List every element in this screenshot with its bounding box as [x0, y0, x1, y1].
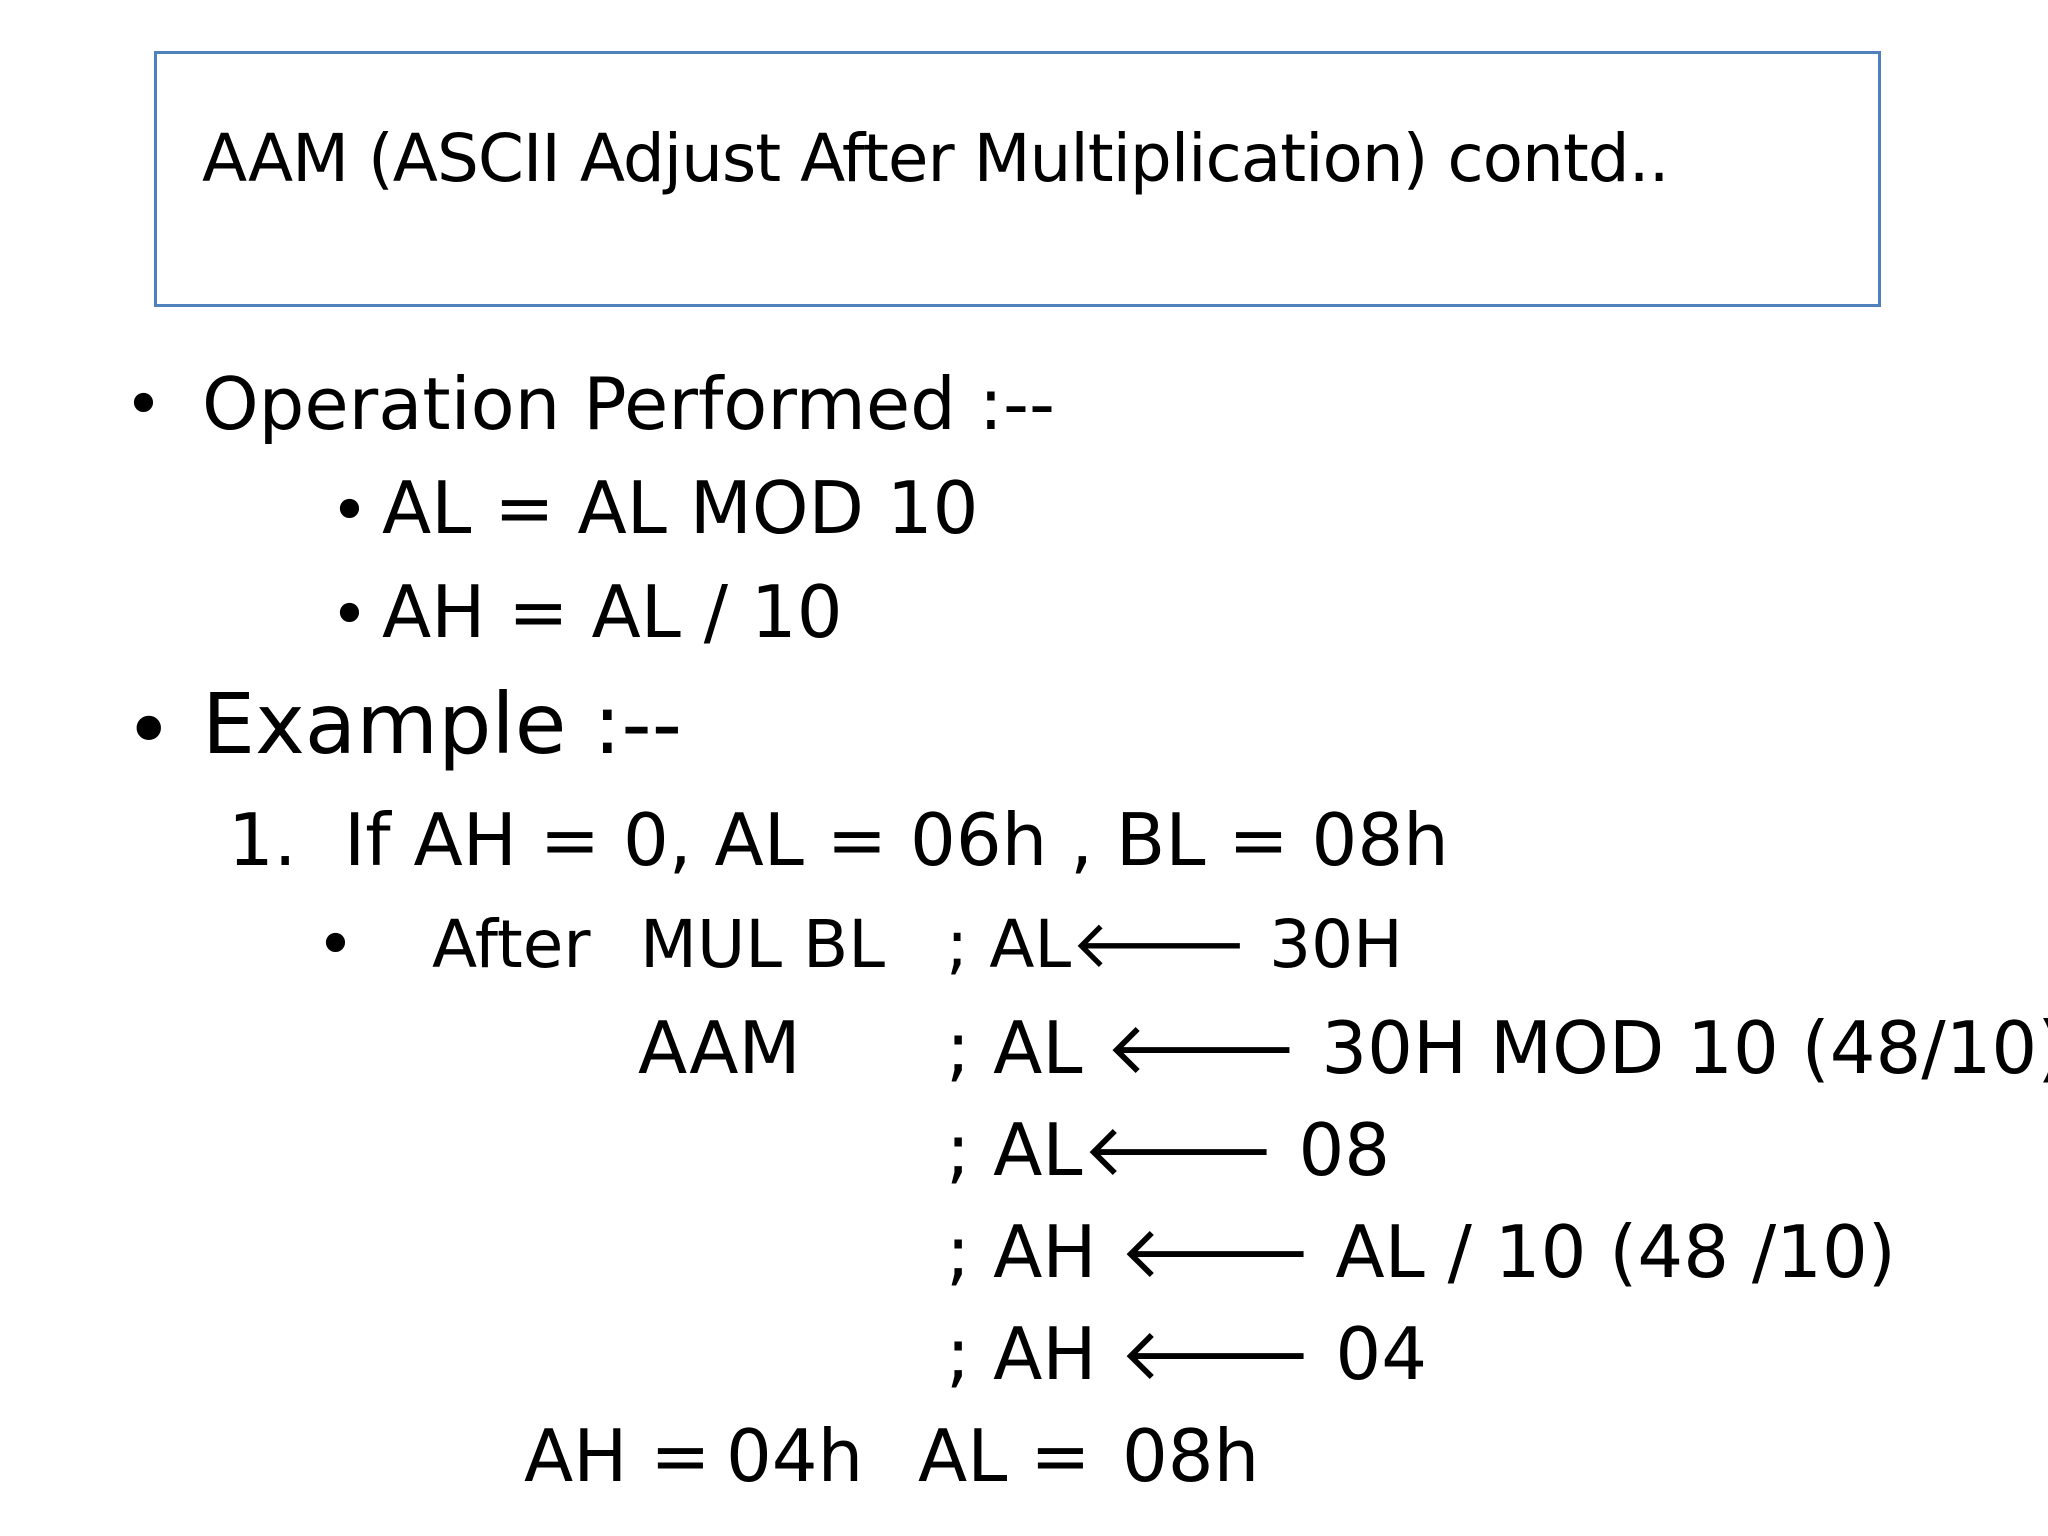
code-comment-2: ; AL 🡐 30H MOD 10 (48/10) — [946, 1006, 2048, 1090]
bullet-icon: • — [124, 681, 174, 779]
operation-heading: Operation Performed :-- — [202, 362, 1055, 446]
code-comment-4: ; AH 🡐 AL / 10 (48 /10) — [946, 1210, 1896, 1294]
code-comment-3: ; AL🡐 08 — [946, 1108, 1391, 1192]
bullet-icon: • — [330, 576, 369, 653]
code-comment-1: ; AL🡐 30H — [946, 906, 1403, 983]
left-arrow-icon: 🡐 — [1119, 1312, 1313, 1396]
bullet-icon: • — [330, 472, 369, 549]
left-arrow-icon: 🡐 — [1105, 1006, 1299, 1090]
example-condition: If AH = 0, AL = 06h , BL = 08h — [344, 798, 1449, 882]
operation-item-1: AL = AL MOD 10 — [382, 466, 979, 550]
code-aam: AAM — [638, 1006, 801, 1090]
slide-title: AAM (ASCII Adjust After Multiplication) … — [202, 120, 1670, 197]
code-comment-5: ; AH 🡐 04 — [946, 1312, 1428, 1396]
bullet-icon: • — [316, 906, 355, 983]
left-arrow-icon: 🡐 — [1082, 1108, 1276, 1192]
result-ah-value: 04h — [726, 1414, 864, 1498]
title-box: AAM (ASCII Adjust After Multiplication) … — [154, 51, 1881, 307]
code-mul: MUL BL — [640, 906, 886, 983]
left-arrow-icon: 🡐 — [1119, 1210, 1313, 1294]
operation-item-2: AH = AL / 10 — [382, 570, 843, 654]
left-arrow-icon: 🡐 — [1071, 906, 1249, 983]
result-al-label: AL = — [918, 1414, 1091, 1498]
result-al-value: 08h — [1122, 1414, 1260, 1498]
code-after: After — [432, 906, 591, 983]
bullet-icon: • — [124, 366, 163, 443]
result-ah-label: AH = — [524, 1414, 711, 1498]
list-number: 1. — [228, 798, 297, 882]
example-heading: Example :-- — [202, 675, 683, 773]
